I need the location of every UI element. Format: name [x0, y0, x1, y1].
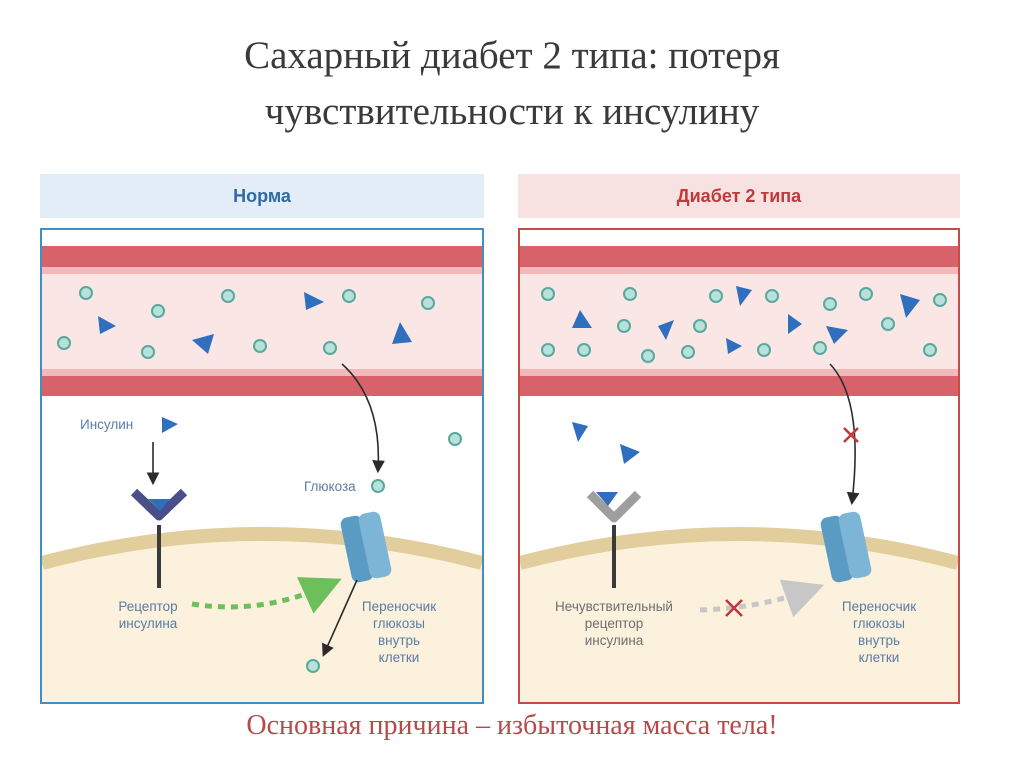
diabetes-panel-header: Диабет 2 типа: [518, 174, 960, 218]
vessel-wall-bottom: [42, 376, 482, 396]
vessel-wall-top: [520, 246, 958, 267]
transporter-label: Переносчик глюкозы внутрь клетки: [816, 598, 942, 666]
glucose-block-mark: [844, 428, 858, 442]
transporter-label: Переносчик глюкозы внутрь клетки: [336, 598, 462, 666]
receptor-label: Рецептор инсулина: [88, 598, 208, 632]
footer-caption: Основная причина – избыточная масса тела…: [0, 710, 1024, 742]
vessel-wall-top: [42, 246, 482, 267]
title-line-2: чувствительности к инсулину: [0, 84, 1024, 140]
glucose-label: Глюкоза: [304, 478, 356, 495]
slide-title: Сахарный диабет 2 типа: потеря чувствите…: [0, 28, 1024, 140]
receptor-label: Нечувствительный рецептор инсулина: [534, 598, 694, 649]
title-line-1: Сахарный диабет 2 типа: потеря: [0, 28, 1024, 84]
normal-panel-header: Норма: [40, 174, 484, 218]
normal-panel: Инсулин Глюкоза Рецептор инсулина Перено…: [40, 228, 484, 704]
insulin-label: Инсулин: [80, 416, 133, 433]
vessel-wall-bottom: [520, 376, 958, 396]
diabetes-panel: Нечувствительный рецептор инсулина Перен…: [518, 228, 960, 704]
vessel-lumen: [42, 274, 482, 369]
